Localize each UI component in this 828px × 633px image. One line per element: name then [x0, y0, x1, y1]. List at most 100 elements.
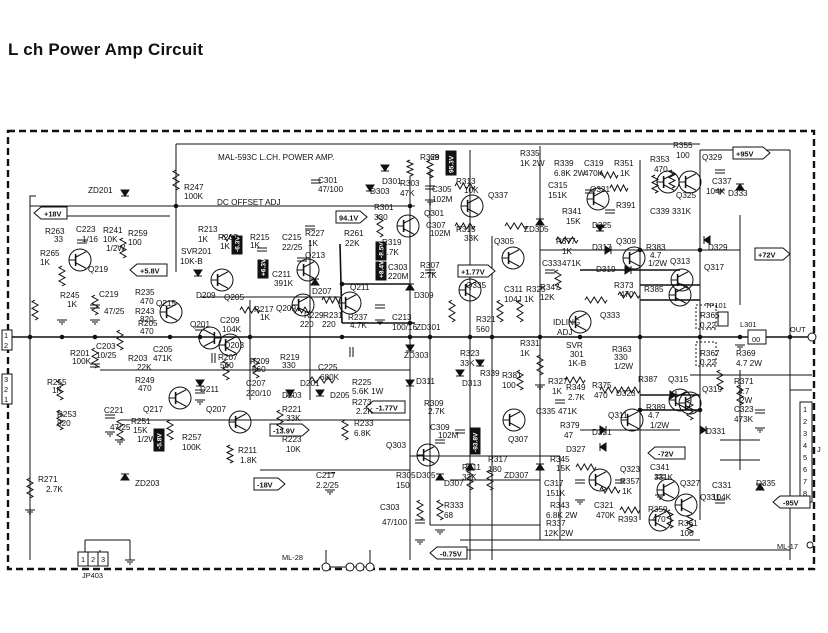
voltage-label: -18V [257, 481, 273, 490]
voltage-tag [732, 146, 771, 160]
diode [475, 359, 485, 367]
component-label: D321 [592, 428, 612, 437]
resistor [251, 357, 261, 379]
component-label: 4.7K [350, 321, 367, 330]
component-label: 1K [308, 239, 319, 248]
connector-left-top [1, 329, 13, 351]
diode [120, 473, 130, 481]
component-label: 2.7K [428, 407, 445, 416]
inductor-label: 00 [752, 335, 760, 344]
transistor [675, 286, 687, 293]
transistor [663, 481, 675, 488]
component-label: R379 [560, 421, 580, 430]
voltage-tag [33, 206, 68, 220]
component-label: C335 [536, 407, 556, 416]
component-label: R363 [612, 345, 632, 354]
component-label: R271 [38, 475, 58, 484]
diode [315, 389, 325, 397]
component-label: R387 [638, 375, 658, 384]
component-label: 1K [67, 300, 78, 309]
transistor [203, 329, 215, 336]
idling-label: IDLING [553, 318, 580, 327]
component-label: R245 [60, 291, 80, 300]
component-label: 1K [552, 387, 563, 396]
component-label: R211 [238, 446, 257, 455]
component-label: R205 [138, 319, 158, 328]
test-point [717, 311, 729, 327]
transistor [685, 405, 697, 412]
component-label: 1K [620, 169, 631, 178]
component-label: 151K [546, 489, 566, 498]
component-label: Q331 [700, 493, 720, 502]
resistor [115, 419, 125, 441]
component-label: R269 [218, 233, 238, 242]
voltage-label: -93.8V [473, 432, 480, 452]
component-label: 1.8K [240, 456, 257, 465]
resistor [25, 477, 35, 499]
component-label: 1/2W [650, 421, 669, 430]
component-label: R247 [184, 183, 204, 192]
component-label: D207 [312, 287, 332, 296]
component-label: 470K [584, 169, 604, 178]
resistor [321, 295, 341, 305]
voltage-tag [429, 546, 468, 560]
component-label: Q333 [600, 311, 620, 320]
resistor [118, 237, 128, 259]
component-label: D205 [330, 391, 350, 400]
component-label: SVR [566, 341, 583, 350]
component-label: C333 [542, 259, 562, 268]
transistor [655, 511, 667, 518]
connector-pin: 8 [803, 489, 807, 498]
transistor [166, 303, 178, 310]
voltage-label: -8.5V [379, 242, 386, 258]
diode [465, 463, 475, 471]
component-label: R333 [444, 501, 464, 510]
component-label: 102M [432, 195, 453, 204]
component-label: R257 [182, 433, 202, 442]
component-label: D301 [382, 177, 402, 186]
junction-dot [407, 320, 413, 326]
connector-pin: 2 [803, 417, 807, 426]
connector-pin: 4 [803, 441, 807, 450]
component-label: C307 [426, 221, 446, 230]
transistor [509, 411, 521, 418]
component-label: R263 [45, 227, 65, 236]
component-label: R319 [382, 238, 402, 247]
voltage-tag [754, 247, 791, 261]
component-label: 680K [320, 373, 340, 382]
component-label: C215 [282, 233, 302, 242]
component-label: R359 [648, 505, 668, 514]
resistor [715, 369, 725, 391]
connector-pin: 6 [803, 465, 807, 474]
resistor [309, 376, 335, 384]
component-label: Q309 [616, 237, 636, 246]
component-label: C317 [544, 479, 564, 488]
component-label: 33K [460, 359, 475, 368]
section-label: DC OFFSET ADJ [217, 198, 281, 207]
component-label: R311 [462, 463, 481, 472]
component-label: 820 [140, 315, 154, 324]
component-label: 470 [620, 290, 634, 299]
component-label: R345 [550, 455, 570, 464]
component-label: 10K [103, 235, 118, 244]
resistor [448, 299, 456, 323]
resistor [599, 485, 621, 495]
connector-pin: 1 [803, 405, 807, 414]
component-label: 104J [504, 295, 522, 304]
component-label: R391 [616, 201, 636, 210]
component-label: C303 [388, 263, 408, 272]
component-label: C213 [392, 313, 412, 322]
diode [599, 442, 607, 452]
output-label: OUT [790, 325, 806, 334]
junction-dot [697, 247, 703, 253]
connector-pin: 1 [4, 395, 8, 404]
component-label: 180 [488, 465, 502, 474]
diode [535, 218, 545, 226]
component-label: 6.8K [354, 429, 371, 438]
component-label: Q203 [224, 341, 244, 350]
connector-pin: 3 [803, 429, 807, 438]
component-label: D331 [706, 427, 726, 436]
component-label: R255 [47, 378, 67, 387]
resistor [564, 375, 586, 385]
component-label: D311 [416, 377, 435, 386]
